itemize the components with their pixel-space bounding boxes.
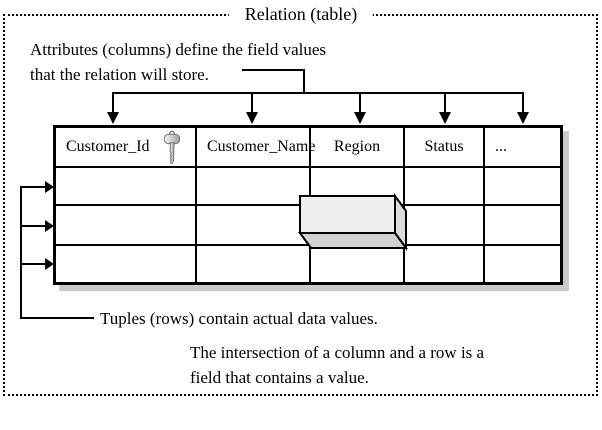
table-cell [405,168,485,206]
table-cell [197,246,311,282]
column-header-customer-name: Customer_Name [197,128,315,168]
column-header-label: Customer_Id [66,138,150,155]
column-header-region: Region [311,128,405,168]
intersection-note-line2: field that contains a value. [190,368,369,387]
relation-table-grid: Customer_Id [56,128,560,282]
column-header-status: Status [405,128,485,168]
column-header-label: Status [424,138,464,155]
attributes-note: Attributes (columns) define the field va… [30,37,326,87]
table-cell [485,206,560,246]
attributes-note-line2: that the relation will store. [30,65,209,84]
table-cell [311,246,405,282]
key-icon [161,130,183,166]
table-cell [56,206,197,246]
intersection-note-line1: The intersection of a column and a row i… [190,343,485,362]
table-cell [405,246,485,282]
table-cell [56,246,197,282]
table-cell [311,168,405,206]
table-cell [197,206,311,246]
table-cell [56,168,197,206]
intersection-note: The intersection of a column and a row i… [190,340,484,390]
table-cell [197,168,311,206]
attributes-note-line1: Attributes (columns) define the field va… [30,40,326,59]
column-header-label: ... [495,138,507,155]
table-cell [405,206,485,246]
table-cell [485,246,560,282]
diagram-title: Relation (table) [228,3,374,25]
table-cell [311,206,405,246]
column-header-ellipsis: ... [485,128,560,168]
column-header-label: Customer_Name [207,138,316,155]
column-header-customer-id: Customer_Id [56,128,197,168]
relation-table: Customer_Id [53,125,563,285]
tuples-note: Tuples (rows) contain actual data values… [100,309,378,328]
column-header-label: Region [333,138,381,155]
table-cell [485,168,560,206]
